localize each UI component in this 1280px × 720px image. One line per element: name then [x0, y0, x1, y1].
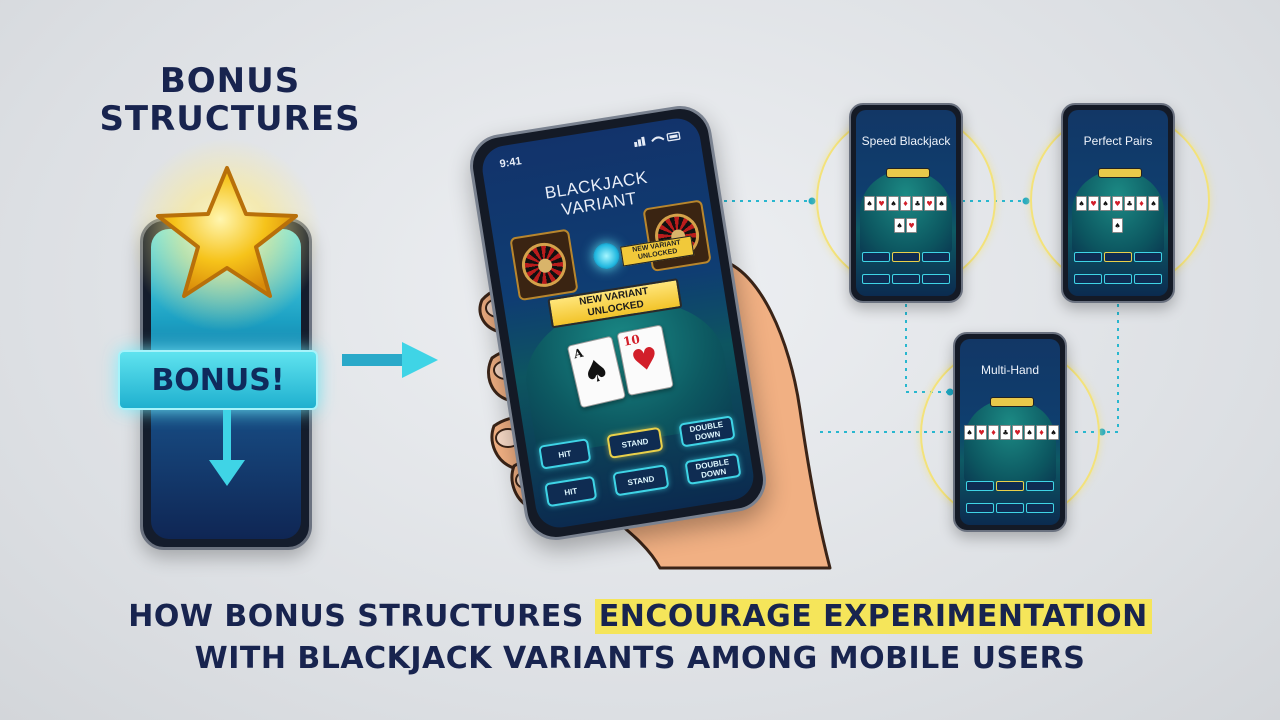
main-phone-screen: 9:41 BLACKJACK VARIANT NEW VARIANT UNLOC… — [479, 115, 757, 531]
variant-phone-perfect-pairs: Perfect Pairs ♠ ♥ ♠ ♥ ♣ ♦ ♠ ♠ — [1061, 103, 1175, 303]
bonus-structures-heading: BONUS STRUCTURES — [80, 62, 380, 138]
headline-line-2: WITH BLACKJACK VARIANTS AMONG MOBILE USE… — [194, 641, 1086, 676]
variant-badge — [1098, 168, 1142, 178]
variant-btn[interactable] — [862, 252, 890, 262]
variant-btn[interactable] — [1134, 252, 1162, 262]
variant-btn[interactable] — [1074, 274, 1102, 284]
headline-highlight: ENCOURAGE EXPERIMENTATION — [594, 599, 1152, 634]
heart-icon: ♥ — [628, 340, 662, 380]
main-phone: 9:41 BLACKJACK VARIANT NEW VARIANT UNLOC… — [465, 101, 771, 545]
variant-btn[interactable] — [996, 503, 1024, 513]
stand-button[interactable]: STAND — [612, 464, 670, 497]
bonus-banner: BONUS! — [118, 350, 318, 410]
variant-btn[interactable] — [966, 481, 994, 491]
status-time: 9:41 — [498, 155, 523, 171]
hit-button[interactable]: HIT — [544, 475, 598, 508]
variant-badge — [990, 397, 1034, 407]
variant-btn[interactable] — [996, 481, 1024, 491]
variant-btn[interactable] — [922, 252, 950, 262]
status-icons — [633, 131, 681, 148]
variant-title: Multi-Hand — [980, 363, 1040, 377]
roulette-wheel-left — [509, 228, 579, 302]
variant-title: Speed Blackjack — [861, 134, 951, 148]
variant-btn[interactable] — [1104, 274, 1132, 284]
variant-btn[interactable] — [1026, 481, 1054, 491]
glow-orb — [591, 241, 622, 271]
headline: HOW BONUS STRUCTURES ENCOURAGE EXPERIMEN… — [0, 596, 1280, 680]
variant-btn[interactable] — [862, 274, 890, 284]
variant-btn[interactable] — [1074, 252, 1102, 262]
right-arrow-icon — [342, 342, 438, 378]
heading-line-1: BONUS — [159, 61, 301, 101]
variant-title: Perfect Pairs — [1083, 134, 1153, 148]
variant-btn[interactable] — [892, 274, 920, 284]
variant-btn[interactable] — [1134, 274, 1162, 284]
headline-line-1: HOW BONUS STRUCTURES ENCOURAGE EXPERIMEN… — [0, 596, 1280, 638]
variant-btn[interactable] — [1104, 252, 1132, 262]
variant-btn[interactable] — [892, 252, 920, 262]
variant-btn[interactable] — [1026, 503, 1054, 513]
star-icon — [156, 166, 298, 298]
down-arrow-icon — [209, 410, 245, 486]
variant-phone-multi-hand: Multi-Hand ♠ ♥ ♦ ♣ ♥ ♠ ♦ ♠ — [953, 332, 1067, 532]
variant-btn[interactable] — [922, 274, 950, 284]
variant-phone-speed-blackjack: Speed Blackjack ♠ ♥ ♠ ♦ ♣ ♥ ♠ ♠ ♥ — [849, 103, 963, 303]
headline-line-1-pre: HOW BONUS STRUCTURES — [128, 599, 595, 634]
variant-badge — [886, 168, 930, 178]
variant-btn[interactable] — [966, 503, 994, 513]
double-down-button[interactable]: DOUBLE DOWN — [684, 452, 742, 486]
